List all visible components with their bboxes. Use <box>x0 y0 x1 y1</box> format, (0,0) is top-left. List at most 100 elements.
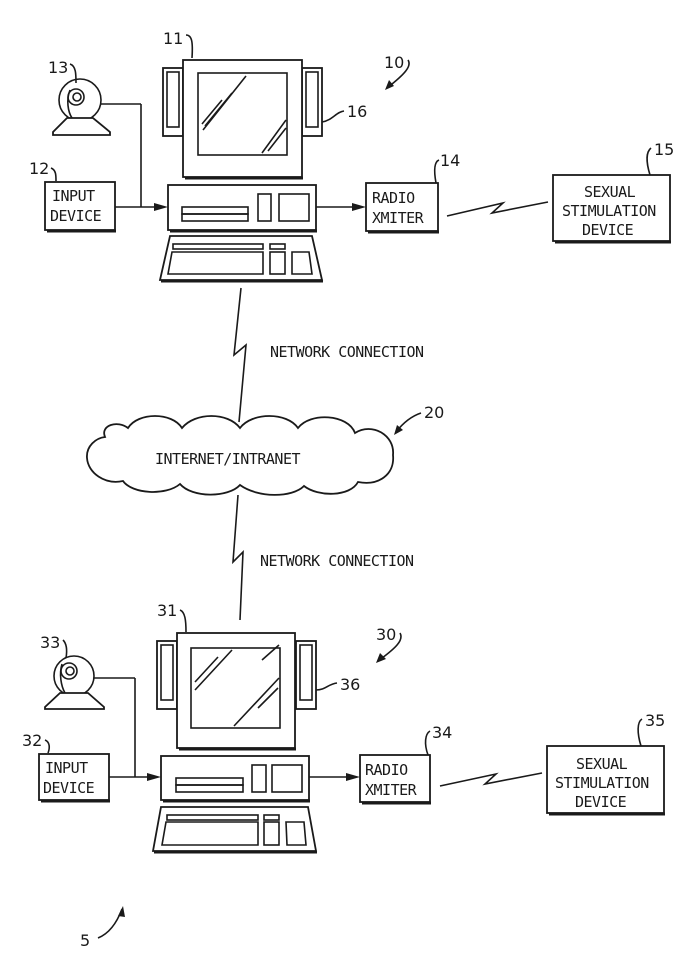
keyboard-numpad <box>285 821 307 846</box>
input-device-label-1: INPUT <box>52 187 95 205</box>
input-device-label-2: DEVICE <box>50 207 102 225</box>
input-device-box <box>38 753 110 801</box>
xmiter-label-2: XMITER <box>365 781 418 799</box>
speaker-left <box>162 67 184 137</box>
keyboard-numpad <box>291 251 313 275</box>
wireless-link-icon <box>439 772 543 787</box>
ref-33: 33 <box>40 633 60 652</box>
ref-31: 31 <box>157 601 177 620</box>
leader-5 <box>97 908 123 939</box>
network-connection-label-lower: NETWORK CONNECTION <box>260 552 414 570</box>
system-10: INPUT DEVICE RADIO XMITER SEXUAL STIMULA… <box>29 29 674 283</box>
stim-label-3: DEVICE <box>575 793 627 811</box>
internet-intranet-label: INTERNET/INTRANET <box>155 450 300 468</box>
monitor <box>182 59 303 178</box>
input-device-box <box>44 181 116 231</box>
leader-14 <box>433 159 440 184</box>
speaker-right-inner <box>305 71 319 128</box>
speaker-left <box>156 640 178 710</box>
stim-device-box <box>546 745 665 814</box>
webcam-arc <box>59 663 66 694</box>
cpu-bay-1 <box>257 193 272 222</box>
keyboard-row-top <box>166 814 259 821</box>
arrow-head-icon <box>352 203 366 211</box>
leader-31 <box>179 609 187 633</box>
screen-glare <box>194 644 280 727</box>
leader-12 <box>50 167 57 182</box>
ref-5: 5 <box>80 931 90 950</box>
ref-10: 10 <box>384 53 404 72</box>
internet-cloud <box>86 415 394 496</box>
stim-label-2: STIMULATION <box>562 202 656 220</box>
ref-16: 16 <box>347 102 367 121</box>
speaker-left-inner <box>160 644 174 701</box>
arrow-head-icon <box>118 906 125 917</box>
ref-14: 14 <box>440 151 460 170</box>
cpu-drive-2 <box>175 784 244 793</box>
stim-label-3: DEVICE <box>582 221 634 239</box>
ref-20: 20 <box>424 403 444 422</box>
keyboard-main-keys <box>161 821 259 846</box>
wireless-link-icon <box>446 201 549 217</box>
arrow-head-icon <box>376 653 386 663</box>
leader-16 <box>321 110 345 123</box>
keyboard-small-key <box>269 243 286 250</box>
input-device-label-1: INPUT <box>45 759 88 777</box>
ref-35: 35 <box>645 711 665 730</box>
radio-xmiter-box <box>365 182 439 232</box>
cpu-bay-2 <box>271 764 303 793</box>
network-connection-label-upper: NETWORK CONNECTION <box>270 343 424 361</box>
leader-33 <box>62 639 68 659</box>
keyboard-main-keys <box>167 251 264 275</box>
leader-35 <box>637 718 643 747</box>
arrow-head-icon <box>385 80 394 90</box>
stim-label-2: STIMULATION <box>555 774 649 792</box>
monitor-screen <box>197 72 288 156</box>
speaker-right <box>295 640 317 710</box>
speaker-right <box>301 67 323 137</box>
system-30: INPUT DEVICE RADIO XMITER SEXUAL STIMULA… <box>22 601 665 854</box>
arrow-head-icon <box>154 203 168 211</box>
ref-30: 30 <box>376 625 396 644</box>
xmiter-label-1: RADIO <box>372 189 415 207</box>
stim-label-1: SEXUAL <box>576 755 628 773</box>
stim-device-box <box>552 174 671 242</box>
network: NETWORK CONNECTION INTERNET/INTRANET 20 … <box>86 287 444 621</box>
xmiter-label-1: RADIO <box>365 761 408 779</box>
xmiter-label-2: XMITER <box>372 209 425 227</box>
monitor <box>176 632 296 749</box>
leader-36 <box>315 682 338 691</box>
input-device-label-2: DEVICE <box>43 779 95 797</box>
ref-12: 12 <box>29 159 49 178</box>
webcam-lens-inner <box>65 666 75 676</box>
network-connection-lower <box>232 494 244 621</box>
webcam-stand <box>44 692 105 710</box>
webcam-lens-inner <box>72 92 82 102</box>
ref-36: 36 <box>340 675 360 694</box>
leader-13 <box>69 63 77 84</box>
ref-32: 32 <box>22 731 42 750</box>
speaker-left-inner <box>166 71 180 128</box>
arrow-head-icon <box>394 425 403 435</box>
leader-32 <box>44 739 51 754</box>
arrow-head-icon <box>147 773 161 781</box>
leader-15 <box>646 147 652 176</box>
webcam-stand <box>52 117 111 136</box>
cpu-drive-2 <box>181 213 249 222</box>
webcam-arc <box>67 89 73 119</box>
keyboard-small-key <box>263 814 280 821</box>
keyboard-arrow-keys <box>269 251 286 275</box>
keyboard-arrow-keys <box>263 821 280 846</box>
ref-13: 13 <box>48 58 68 77</box>
ref-34: 34 <box>432 723 452 742</box>
ref-11: 11 <box>163 29 183 48</box>
ref-15: 15 <box>654 140 674 159</box>
screen-glare <box>201 75 287 154</box>
leader-11 <box>185 34 194 59</box>
keyboard-row-top <box>172 243 264 250</box>
network-connection-upper <box>232 287 247 423</box>
cpu-bay-2 <box>278 193 310 222</box>
speaker-right-inner <box>299 644 313 701</box>
monitor-screen <box>190 647 281 729</box>
